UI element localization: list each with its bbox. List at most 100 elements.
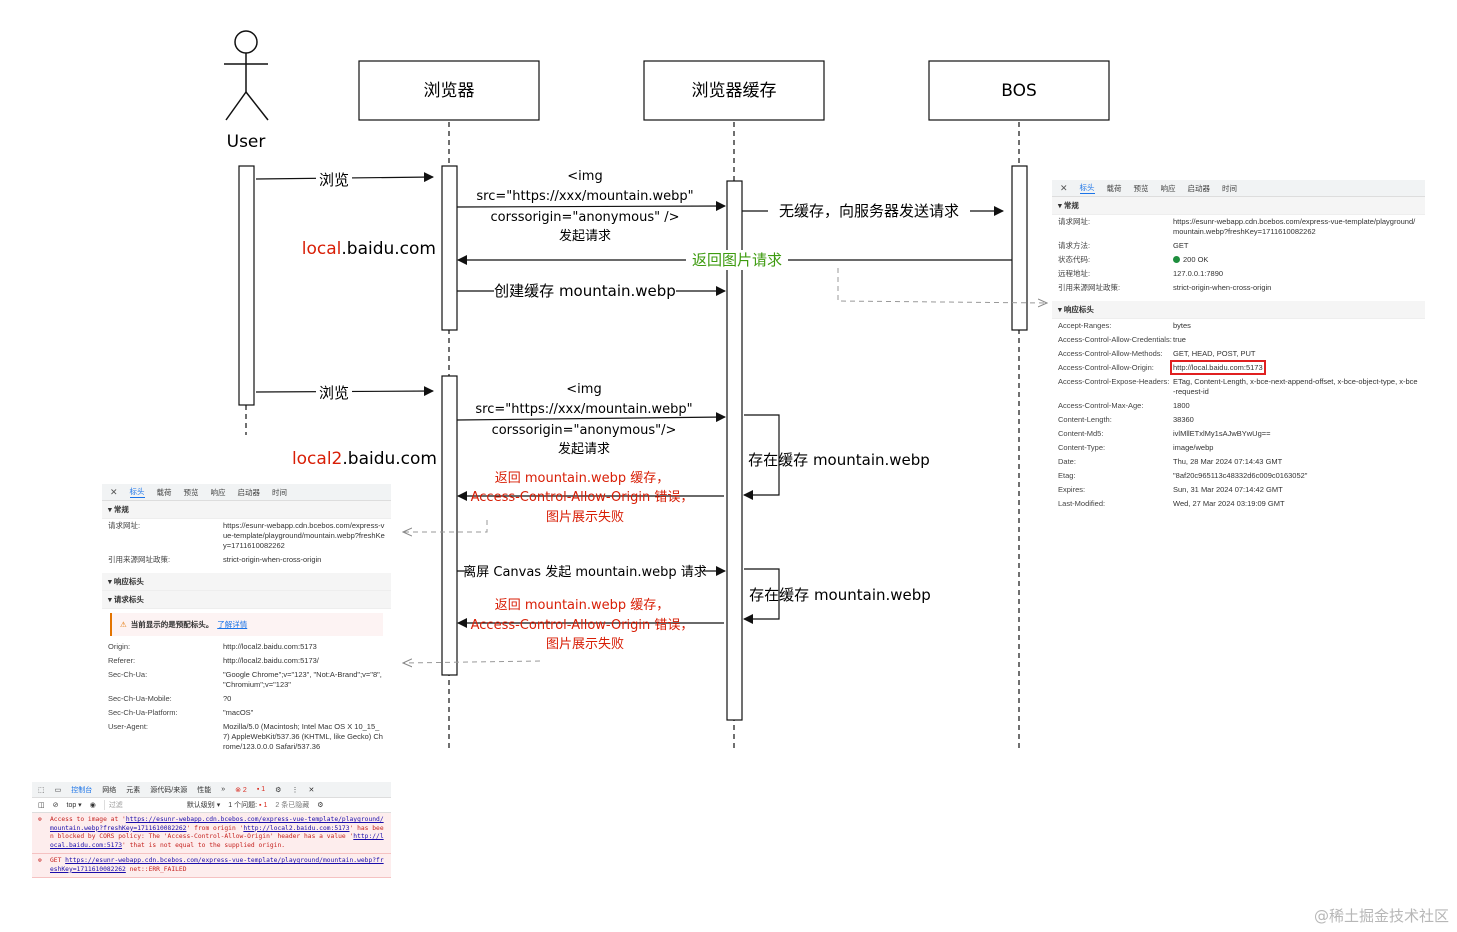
header-row: Sec-Ch-Ua-Mobile:?0 (108, 694, 232, 703)
console-settings-icon[interactable]: ⚙ (317, 802, 324, 809)
console-error-get: ⊗ GET https://esunr-webapp.cdn.bcebos.co… (32, 854, 391, 878)
filter-input[interactable]: 过滤 (103, 800, 179, 810)
domain-local2: local2.baidu.com (292, 449, 437, 469)
console-toolbar: ◫ ⊘ top ▾ ◉ 过滤 默认级别 ▾ 1 个问题: ▪ 1 2 条已隐藏 … (32, 798, 391, 813)
tab-headers[interactable]: 标头 (1079, 183, 1095, 194)
value-link[interactable]: http://local.baidu.com:5173 (50, 833, 384, 849)
label-req2-line3: corssorigin="anonymous"/> (492, 423, 677, 438)
issues-label[interactable]: 1 个问题: ▪ 1 (228, 802, 268, 809)
tab-initiator[interactable]: 启动器 (237, 487, 261, 497)
header-row: 远程地址:127.0.0.1:7890 (1058, 269, 1224, 278)
label-req1-line1: <img (567, 169, 602, 184)
more-tabs-icon[interactable]: » (221, 786, 226, 793)
header-row: Origin:http://local2.baidu.com:5173 (108, 642, 317, 651)
devtools-tabs: ✕ 标头 载荷 预览 响应 启动器 时间 (1052, 180, 1425, 197)
section-general[interactable]: ▾ 常规 (1052, 197, 1425, 215)
settings-icon[interactable]: ⚙ (275, 786, 282, 794)
header-row: 请求方法:GET (1058, 241, 1189, 250)
get-url-link[interactable]: https://esunr-webapp.cdn.bcebos.com/expr… (50, 857, 384, 873)
tab-preview[interactable]: 预览 (1133, 183, 1149, 193)
actor-bos-box (928, 60, 1110, 121)
tab-payload[interactable]: 载荷 (156, 487, 172, 497)
tab-headers[interactable]: 标头 (129, 487, 145, 498)
tab-timing[interactable]: 时间 (272, 487, 288, 497)
label-return-img: 返回图片请求 (692, 251, 782, 269)
header-row: 请求网址:https://esunr-webapp.cdn.bcebos.com… (1058, 217, 1416, 236)
error-count-badge[interactable]: ⊗ 2 (235, 786, 247, 794)
header-row: Sec-Ch-Ua-Platform:"macOS" (108, 708, 254, 717)
tab-sources[interactable]: 源代码/来源 (150, 786, 188, 794)
label-req1-line3: corssorigin="anonymous" /> (491, 210, 680, 225)
actor-browser-box (358, 60, 540, 121)
callout-connectors (403, 268, 1047, 663)
learn-more-link[interactable]: 了解详情 (217, 620, 248, 629)
tab-initiator[interactable]: 启动器 (1187, 183, 1211, 193)
header-row: Access-Control-Allow-Methods:GET, HEAD, … (1058, 349, 1256, 358)
activation-bars (238, 165, 1028, 721)
eye-icon[interactable]: ◉ (89, 802, 96, 809)
header-row: User-Agent:Mozilla/5.0 (Macintosh; Intel… (108, 722, 383, 751)
header-row: 状态代码:200 OK (1058, 255, 1209, 264)
actor-user-label: User (227, 132, 266, 152)
tab-preview[interactable]: 预览 (183, 487, 199, 497)
header-row: Access-Control-Max-Age:1800 (1058, 401, 1190, 410)
header-row: Referer:http://local2.baidu.com:5173/ (108, 656, 319, 665)
devtools-tabs: ✕ 标头 载荷 预览 响应 启动器 时间 (102, 484, 391, 501)
header-row: Content-Length:38360 (1058, 415, 1194, 424)
tab-network[interactable]: 网络 (102, 786, 117, 794)
context-select[interactable]: top ▾ (66, 802, 82, 809)
tab-response[interactable]: 响应 (1160, 183, 1176, 193)
tab-response[interactable]: 响应 (210, 487, 226, 497)
watermark: @稀土掘金技术社区 (1313, 907, 1449, 925)
sidebar-toggle-icon[interactable]: ◫ (38, 802, 45, 809)
label-fail1-line2: Access-Control-Allow-Origin 错误， (471, 490, 694, 505)
tab-console[interactable]: 控制台 (71, 786, 93, 794)
domain-local: local.baidu.com (302, 239, 436, 259)
warning-icon: ⚠ (120, 620, 127, 629)
label-req1-line2: src="https://xxx/mountain.webp" (476, 189, 693, 204)
label-req1-line4: 发起请求 (559, 228, 611, 244)
log-level-select[interactable]: 默认级别 ▾ (186, 802, 221, 809)
error-url-link[interactable]: https://esunr-webapp.cdn.bcebos.com/expr… (50, 816, 384, 832)
actor-cache-box (643, 60, 825, 121)
user-actor-icon (224, 30, 269, 121)
section-response-headers[interactable]: ▾ 响应标头 (1052, 301, 1425, 319)
actor-cache-label: 浏览器缓存 (692, 81, 777, 101)
clear-console-icon[interactable]: ⊘ (52, 802, 59, 809)
label-no-cache: 无缓存，向服务器发送请求 (779, 202, 959, 220)
section-request-headers[interactable]: ▾ 请求标头 (102, 591, 391, 609)
tab-timing[interactable]: 时间 (1222, 183, 1238, 193)
label-fail1-line1: 返回 mountain.webp 缓存， (495, 471, 670, 486)
label-req2-line4: 发起请求 (558, 441, 610, 457)
origin-link[interactable]: http://local2.baidu.com:5173 (243, 824, 350, 832)
kebab-menu-icon[interactable]: ⋮ (291, 786, 299, 794)
devtools-console-panel: ⬚ ▭ 控制台 网络 元素 源代码/来源 性能 » ⊗ 2 ▪ 1 ⚙ ⋮ ✕ … (32, 782, 391, 900)
tab-performance[interactable]: 性能 (197, 786, 212, 794)
message-labels: 浏览 浏览 <img src="https://xxx/mountain.web… (319, 169, 959, 652)
label-fail2-line3: 图片展示失败 (546, 637, 624, 652)
section-general[interactable]: ▾ 常规 (102, 501, 391, 519)
close-icon[interactable]: ✕ (110, 486, 118, 497)
header-row: Content-Type:image/webp (1058, 443, 1214, 452)
label-req2-line2: src="https://xxx/mountain.webp" (475, 402, 692, 417)
tab-payload[interactable]: 载荷 (1106, 183, 1122, 193)
header-row: Accept-Ranges:bytes (1058, 321, 1191, 330)
header-row: 引用来源网址政策:strict-origin-when-cross-origin (108, 555, 322, 564)
tab-elements[interactable]: 元素 (126, 786, 141, 794)
header-row: Sec-Ch-Ua:"Google Chrome";v="123", "Not:… (108, 670, 382, 689)
label-fail2-line2: Access-Control-Allow-Origin 错误， (471, 618, 694, 633)
close-icon[interactable]: ✕ (1060, 182, 1068, 193)
device-toolbar-icon[interactable]: ▭ (54, 786, 62, 794)
section-response-headers[interactable]: ▾ 响应标头 (102, 573, 391, 591)
header-row: Etag:"8af20c965113c48332d6c009c0163052" (1058, 471, 1308, 480)
actor-bos-label: BOS (1001, 81, 1037, 101)
warning-count-badge[interactable]: ▪ 1 (256, 786, 266, 793)
provisional-headers-warning: ⚠ 当前显示的是预配标头。 了解详情 (110, 613, 383, 636)
header-row: Last-Modified:Wed, 27 Mar 2024 03:19:09 … (1058, 499, 1285, 508)
header-row: Date:Thu, 28 Mar 2024 07:14:43 GMT (1058, 457, 1283, 466)
close-icon[interactable]: ✕ (308, 786, 315, 794)
header-row-allow-origin: Access-Control-Allow-Origin:http://local… (1058, 360, 1266, 375)
inspect-element-icon[interactable]: ⬚ (38, 786, 45, 794)
highlighted-origin-value: http://local.baidu.com:5173 (1170, 360, 1266, 375)
